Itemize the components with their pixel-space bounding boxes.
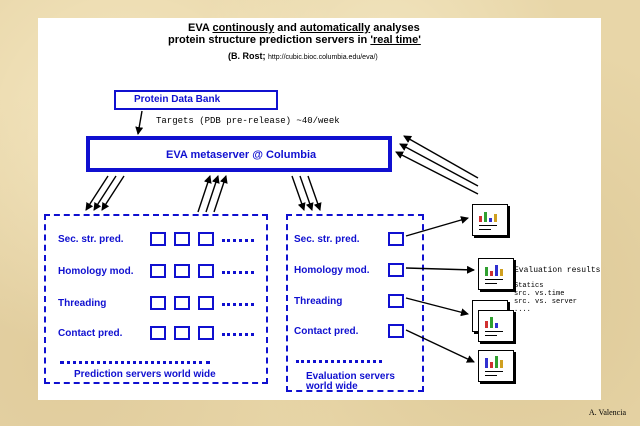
title-line-1: EVA continously and automatically analys…: [188, 22, 420, 34]
eva-to-prediction-arrow: [85, 175, 109, 211]
results-to-eva-arrow: [403, 135, 479, 179]
result-document-icon: [478, 258, 514, 290]
results-to-eva-arrow: [399, 143, 479, 187]
more-servers-dots: [222, 239, 254, 242]
eva-metaserver-label: EVA metaserver @ Columbia: [166, 149, 317, 161]
result-document-icon: [472, 204, 508, 236]
pred-server-square: [150, 326, 166, 340]
targets-label: Targets (PDB pre-release) ~40/week: [156, 116, 340, 126]
title-line-2: protein structure prediction servers in …: [168, 34, 421, 46]
eva-to-evaluation-arrow: [291, 175, 306, 211]
eval-row-label: Sec. str. pred.: [294, 234, 360, 245]
results-title: Evaluation results: [514, 266, 601, 275]
results-line: src. vs. server: [514, 298, 578, 306]
protein-data-bank-label: Protein Data Bank: [134, 94, 221, 105]
evaluation-footer-line-2: world wide: [306, 381, 358, 392]
evaluation-footer-line-1: Evaluation servers: [306, 371, 395, 382]
author-credit: A. Valencia: [588, 408, 626, 417]
evaluation-servers-box: Sec. str. pred. Homology mod. Threading …: [286, 214, 424, 392]
pred-server-square: [150, 232, 166, 246]
eval-server-square: [388, 324, 404, 338]
pred-server-square: [198, 264, 214, 278]
eval-server-square: [388, 263, 404, 277]
result-document-icon: [478, 350, 514, 382]
eva-to-prediction-arrow: [101, 175, 125, 211]
prediction-footer: Prediction servers world wide: [74, 369, 216, 380]
flow-arrows: [85, 110, 479, 363]
results-line: Statics: [514, 282, 544, 290]
evaluation-to-result-arrow: [405, 329, 475, 363]
prediction-servers-box: Sec. str. pred. Homology mod. Threading …: [44, 214, 268, 384]
prediction-to-eva-arrow: [213, 175, 228, 213]
results-line: src. vs.time: [514, 290, 565, 298]
evaluation-to-result-arrow: [405, 297, 469, 317]
more-servers-dots: [222, 333, 254, 336]
title-reference: (B. Rost; http://cubic.bioc.columbia.edu…: [228, 51, 378, 61]
pred-row-label: Contact pred.: [58, 328, 123, 339]
eva-to-evaluation-arrow: [299, 175, 314, 211]
eva-metaserver-box: EVA metaserver @ Columbia: [86, 136, 392, 172]
evaluation-to-result-arrow: [405, 265, 475, 274]
pred-server-square: [174, 232, 190, 246]
eval-row-label: Threading: [294, 296, 343, 307]
eval-row-label: Contact pred.: [294, 326, 359, 337]
pdb-to-eva-arrow: [135, 110, 144, 135]
pred-server-square: [174, 326, 190, 340]
more-methods-dots: [296, 360, 382, 363]
eval-server-square: [388, 232, 404, 246]
protein-data-bank-box: Protein Data Bank: [114, 90, 278, 110]
pred-row-label: Sec. str. pred.: [58, 234, 124, 245]
results-to-eva-arrow: [395, 151, 479, 195]
more-methods-dots: [60, 361, 210, 364]
eval-row-label: Homology mod.: [294, 265, 370, 276]
pred-server-square: [174, 296, 190, 310]
pred-server-square: [150, 264, 166, 278]
results-line: ....: [514, 306, 531, 314]
eva-to-prediction-arrow: [93, 175, 117, 211]
more-servers-dots: [222, 271, 254, 274]
pred-server-square: [174, 264, 190, 278]
evaluation-to-result-arrow: [405, 216, 469, 237]
pred-row-label: Homology mod.: [58, 266, 134, 277]
more-servers-dots: [222, 303, 254, 306]
eval-server-square: [388, 294, 404, 308]
pred-row-label: Threading: [58, 298, 107, 309]
result-document-icon: [478, 310, 514, 342]
pred-server-square: [198, 296, 214, 310]
slide: EVA continously and automatically analys…: [38, 18, 601, 400]
eva-to-evaluation-arrow: [307, 175, 322, 211]
pred-server-square: [198, 326, 214, 340]
prediction-to-eva-arrow: [197, 175, 212, 213]
prediction-to-eva-arrow: [205, 175, 220, 213]
pred-server-square: [150, 296, 166, 310]
pred-server-square: [198, 232, 214, 246]
